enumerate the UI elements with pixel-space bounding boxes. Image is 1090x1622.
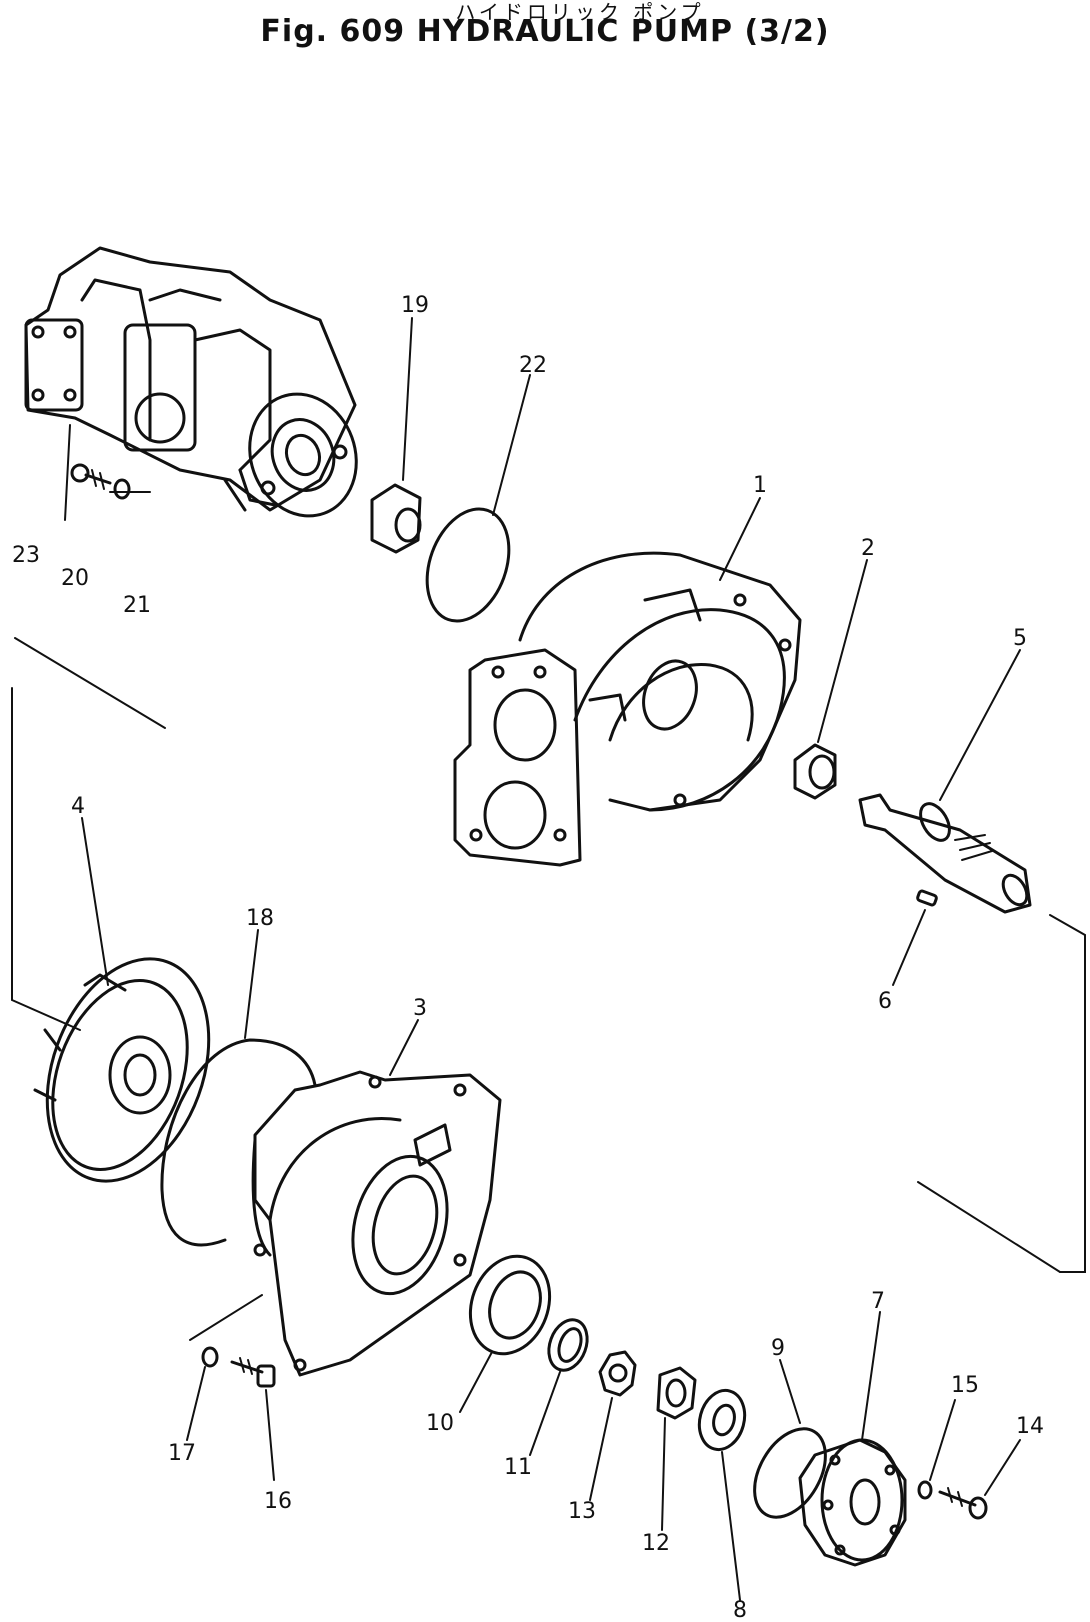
callout-17: 17 (168, 1441, 196, 1466)
o-ring-9-drawing (753, 1359, 827, 1519)
washer-15-drawing (917, 1399, 956, 1500)
snap-ring-11-drawing (529, 1318, 589, 1456)
callout-10: 10 (426, 1411, 454, 1436)
pulley-4-drawing (33, 817, 211, 1183)
callout-13: 13 (568, 1499, 596, 1524)
seal-8-drawing (697, 1388, 747, 1601)
housing-1-drawing (453, 497, 802, 867)
lock-washer-13-drawing (589, 1350, 637, 1501)
callout-23: 23 (12, 543, 40, 568)
callout-1: 1 (753, 473, 767, 498)
bolt-20-drawing (70, 463, 112, 490)
bolt-16-drawing (230, 1357, 276, 1481)
o-ring-18-drawing (160, 929, 317, 1247)
callout-11: 11 (504, 1455, 532, 1480)
callout-6: 6 (878, 989, 892, 1014)
shaft-5-drawing (858, 649, 1032, 914)
figure-title: Fig. 609 HYDRAULIC PUMP (3/2) (260, 14, 830, 49)
bearing-10-drawing (459, 1254, 552, 1413)
callout-3: 3 (413, 996, 427, 1021)
nut-12-drawing (656, 1366, 697, 1531)
callout-14: 14 (1016, 1414, 1044, 1439)
washer-21-drawing (113, 478, 131, 500)
callout-18: 18 (246, 906, 274, 931)
callout-2: 2 (861, 536, 875, 561)
bolt-14-drawing (938, 1439, 1021, 1520)
coupling-19-drawing (370, 317, 422, 554)
washer-17-drawing (186, 1294, 263, 1441)
leader-23 (64, 424, 71, 521)
callout-19: 19 (401, 293, 429, 318)
callout-15: 15 (951, 1373, 979, 1398)
callout-4: 4 (71, 794, 85, 819)
callout-21: 21 (123, 593, 151, 618)
callout-5: 5 (1013, 626, 1027, 651)
bearing-2-drawing (793, 559, 868, 800)
callout-22: 22 (519, 353, 547, 378)
callout-20: 20 (61, 566, 89, 591)
callout-7: 7 (871, 1289, 885, 1314)
japanese-title: ハイドロリック ポンプ (455, 0, 705, 24)
o-ring-22-drawing (425, 374, 531, 623)
reference-lines (11, 637, 1086, 1273)
callout-8: 8 (733, 1598, 747, 1622)
flange-3-drawing (251, 1019, 502, 1377)
flange-7-drawing (798, 1311, 907, 1567)
callout-12: 12 (642, 1531, 670, 1556)
callout-9: 9 (771, 1336, 785, 1361)
pump-assembly-drawing (24, 246, 358, 518)
callout-16: 16 (264, 1489, 292, 1514)
key-6-drawing (892, 889, 938, 986)
